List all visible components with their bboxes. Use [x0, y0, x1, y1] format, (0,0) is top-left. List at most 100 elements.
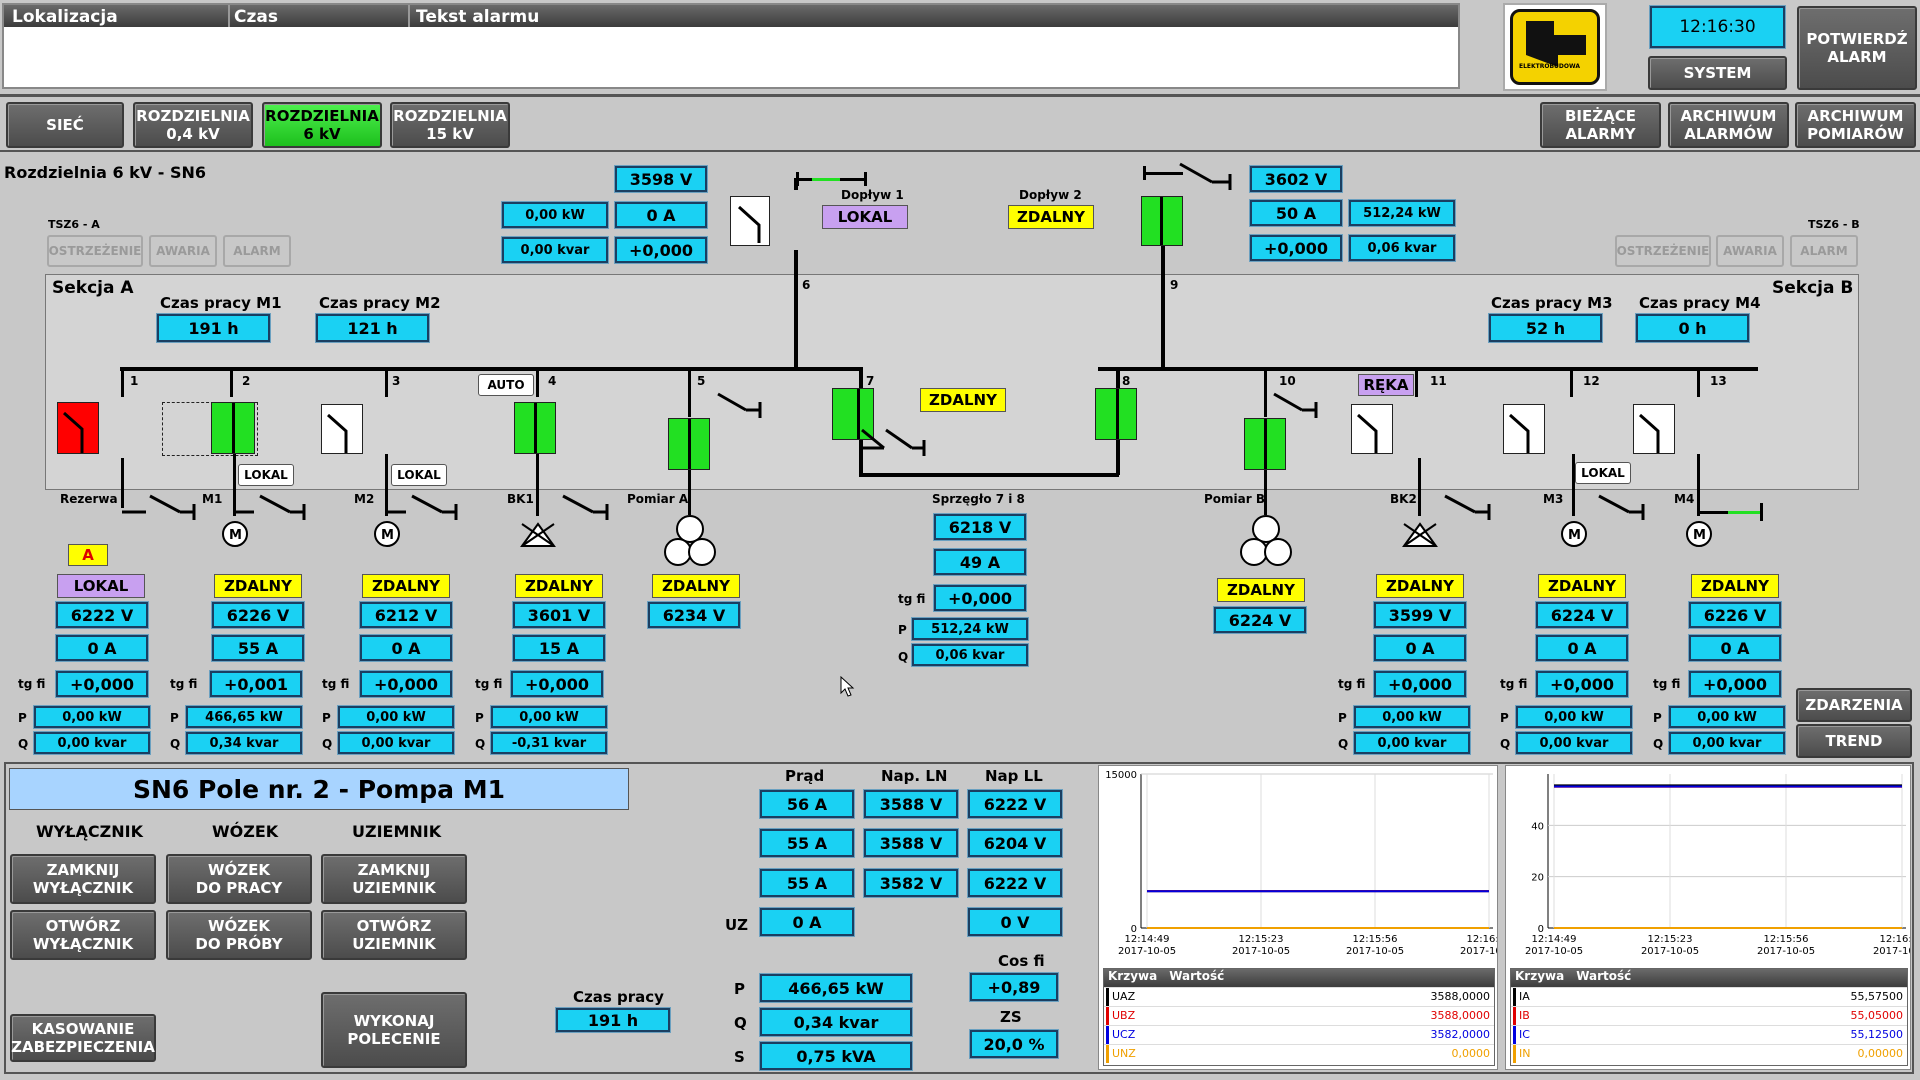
bk1-breaker[interactable]: [514, 402, 556, 454]
zs-value: 20,0 %: [970, 1030, 1058, 1058]
rez-i: 0 A: [56, 635, 148, 661]
voltage-trend-svg: 15000012:14:492017-10-0512:15:232017-10-…: [1105, 770, 1497, 957]
m4-q-label: Q: [1653, 737, 1664, 751]
tie-7-breaker[interactable]: [832, 388, 874, 440]
pa-name: Pomiar A: [627, 492, 689, 506]
m2-switch[interactable]: [321, 404, 363, 454]
nav-net[interactable]: SIEĆ: [6, 102, 124, 148]
m4-mode: ZDALNY: [1691, 574, 1779, 598]
hours-m2: 121 h: [316, 314, 429, 342]
feed2-breaker[interactable]: [1141, 196, 1183, 246]
rez-p-label: P: [18, 711, 27, 725]
breaker-header: WYŁĄCZNIK: [36, 822, 143, 841]
events-button[interactable]: ZDARZENIA: [1796, 688, 1912, 722]
m4-i: 0 A: [1689, 635, 1781, 661]
s-value: 0,75 kVA: [760, 1042, 912, 1070]
tie-mode: ZDALNY: [920, 388, 1006, 412]
x-tick-label: 2017-10-05: [1346, 946, 1404, 957]
m4-switch[interactable]: [1633, 404, 1675, 454]
m4-p-label: P: [1653, 711, 1662, 725]
x-tick-label: 2017-10-05: [1460, 946, 1497, 957]
pb-breaker[interactable]: [1244, 418, 1286, 470]
y-tick-label: 0: [1131, 924, 1137, 935]
m3-switch[interactable]: [1503, 404, 1545, 454]
current-table-h1: Krzywa: [1515, 969, 1565, 983]
m2-p: 0,00 kW: [338, 706, 454, 728]
m1-name: M1: [202, 492, 223, 506]
m4-tg: +0,000: [1689, 671, 1781, 697]
uz-label: UZ: [725, 916, 749, 934]
bk2-u: 3599 V: [1374, 602, 1466, 628]
x-tick-label: 2017-10-05: [1118, 946, 1176, 957]
tsz-b-alarm: ALARM: [1790, 235, 1858, 267]
alarm-header: Lokalizacja Czas Tekst alarmu: [4, 5, 1458, 27]
bk2-mode: ZDALNY: [1376, 574, 1464, 598]
tsz-b-fault: AWARIA: [1716, 235, 1784, 267]
m3-name: M3: [1543, 492, 1564, 506]
m3-tg: +0,000: [1536, 671, 1628, 697]
rez-breaker[interactable]: [57, 402, 99, 454]
trend-button[interactable]: TREND: [1796, 724, 1912, 758]
bk2-switch[interactable]: [1351, 404, 1393, 454]
m3-p-label: P: [1500, 711, 1509, 725]
svg-text:M: M: [229, 528, 242, 543]
svg-text:M: M: [1568, 528, 1581, 543]
m3-i: 0 A: [1536, 635, 1628, 661]
ln-l1: 3588 V: [864, 790, 958, 818]
tie-q: 0,06 kvar: [912, 644, 1028, 666]
logo: ELEKTROBUDOWA: [1503, 3, 1607, 91]
feed1-switch[interactable]: [730, 196, 770, 246]
alarm-list[interactable]: Lokalizacja Czas Tekst alarmu: [2, 3, 1460, 89]
m2-mode: ZDALNY: [362, 574, 450, 598]
svg-text:M: M: [381, 528, 394, 543]
bk2-p-label: P: [1338, 711, 1347, 725]
m1-i: 55 A: [212, 635, 304, 661]
earth-header: UZIEMNIK: [352, 822, 442, 841]
x-tick-label: 12:15:23: [1239, 934, 1284, 945]
cos-value: +0,89: [970, 973, 1058, 1001]
hours-m3: 52 h: [1489, 314, 1602, 342]
bk2-tg: +0,000: [1374, 671, 1466, 697]
bk1-p-label: P: [475, 711, 484, 725]
current-l1: 56 A: [760, 790, 854, 818]
svg-text:M: M: [1693, 528, 1706, 543]
m4-tg-label: tg fi: [1653, 677, 1681, 691]
m1-breaker[interactable]: [211, 402, 255, 454]
feed2-i: 50 A: [1250, 200, 1342, 226]
feed2-mode: ZDALNY: [1008, 205, 1094, 229]
x-tick-label: 2017-10-05: [1757, 946, 1815, 957]
pa-breaker[interactable]: [668, 418, 710, 470]
bk2-name: BK2: [1390, 492, 1417, 506]
ln-header: Nap. LN: [881, 767, 948, 785]
tie-8-breaker[interactable]: [1095, 388, 1137, 440]
m2-i: 0 A: [360, 635, 452, 661]
uz-voltage: 0 V: [968, 908, 1062, 936]
feed2-p: 512,24 kW: [1349, 200, 1455, 226]
system-button[interactable]: SYSTEM: [1648, 56, 1787, 90]
m4-motor-icon: M: [1686, 521, 1712, 547]
panel-hours: 191 h: [556, 1008, 670, 1032]
m4-q: 0,00 kvar: [1669, 732, 1785, 754]
num-11: 11: [1430, 374, 1447, 388]
zs-label: ZS: [1000, 1008, 1022, 1026]
